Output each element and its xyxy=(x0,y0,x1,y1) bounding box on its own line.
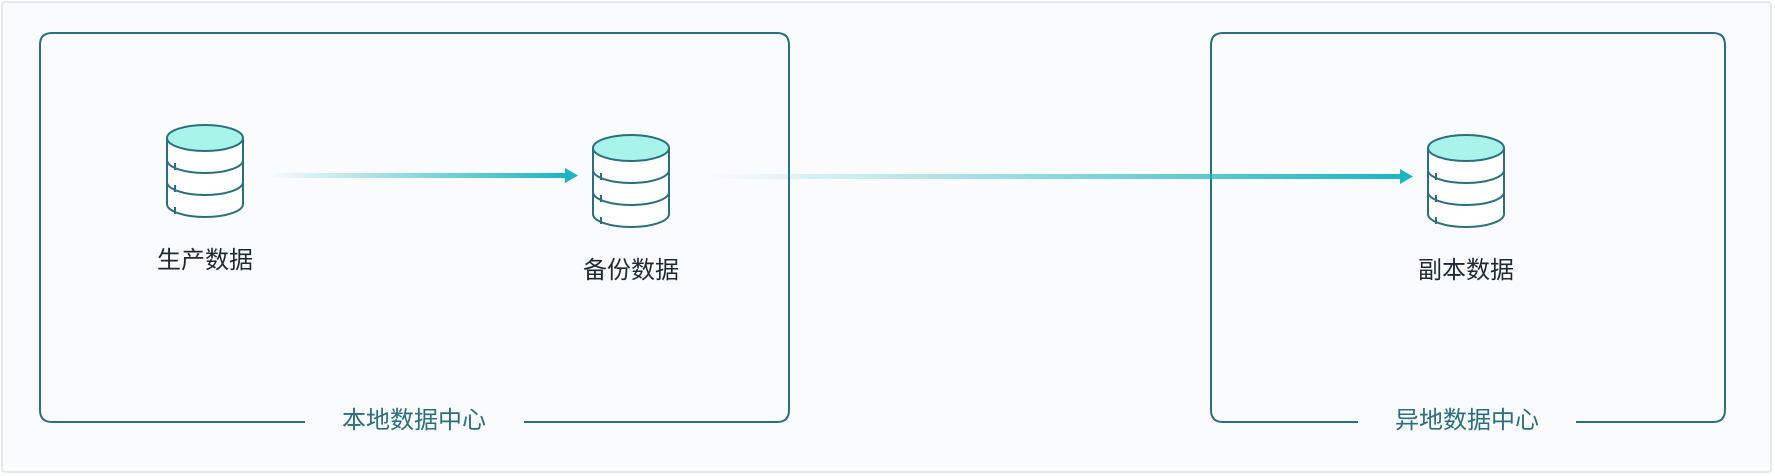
database-icon xyxy=(166,124,244,218)
backup-data-label: 备份数据 xyxy=(583,256,679,284)
production-data-label: 生产数据 xyxy=(157,246,253,274)
arrow-production-to-backup xyxy=(268,173,565,178)
local-datacenter-border xyxy=(39,32,790,423)
remote-datacenter-border xyxy=(1210,32,1726,423)
remote-datacenter-label: 异地数据中心 xyxy=(1395,406,1539,434)
local-datacenter-label: 本地数据中心 xyxy=(342,406,486,434)
replica-data-label: 副本数据 xyxy=(1418,256,1514,284)
arrow-head-replica xyxy=(1400,169,1413,184)
arrow-backup-to-replica xyxy=(710,174,1400,179)
database-icon xyxy=(592,134,670,228)
database-icon xyxy=(1427,134,1505,228)
arrow-head-backup xyxy=(565,168,578,183)
